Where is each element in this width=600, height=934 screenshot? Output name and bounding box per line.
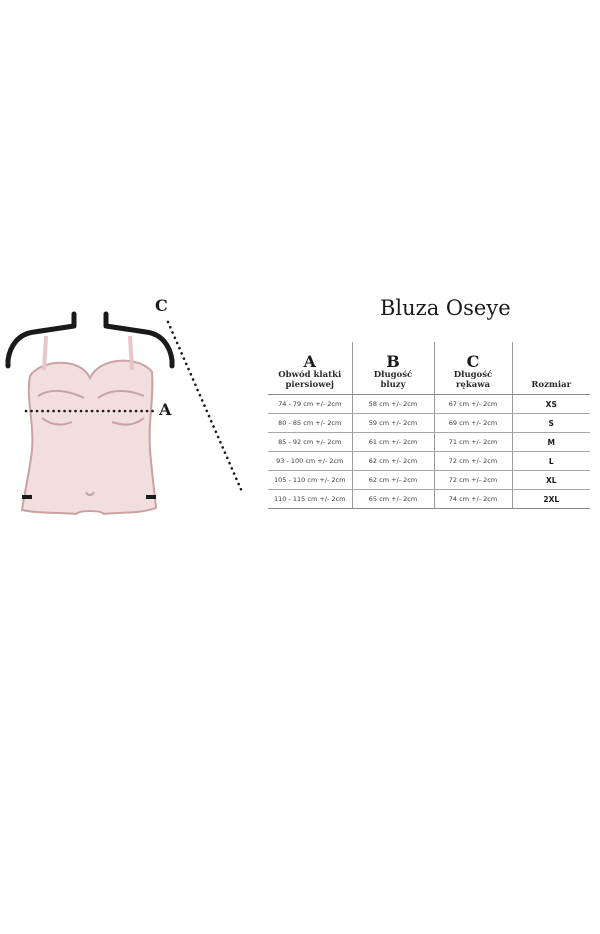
navel-mark — [85, 491, 95, 496]
sleeve-cell: 72 cm +/- 2cm — [433, 470, 512, 490]
header-text: bluzy — [380, 380, 406, 390]
sleeve-cell: 72 cm +/- 2cm — [433, 451, 512, 471]
header-size: Rozmiar — [511, 342, 590, 395]
length-cell: 59 cm +/- 2cm — [351, 413, 434, 433]
length-cell: 62 cm +/- 2cm — [351, 451, 434, 471]
left-strap — [42, 335, 48, 371]
size-cell: L — [511, 451, 590, 471]
sleeve-cell: 69 cm +/- 2cm — [433, 413, 512, 433]
chest-cell: 74 - 79 cm +/- 2cm — [268, 394, 352, 414]
size-cell: XL — [511, 470, 590, 490]
length-cell: 58 cm +/- 2cm — [351, 394, 434, 414]
right-underbust — [111, 417, 145, 426]
length-cell: 62 cm +/- 2cm — [351, 470, 434, 490]
sleeve-cell: 74 cm +/- 2cm — [433, 489, 512, 509]
table-row: 93 - 100 cm +/- 2cm 62 cm +/- 2cm 72 cm … — [268, 451, 590, 471]
length-cell: 61 cm +/- 2cm — [351, 432, 434, 452]
right-cup-seam — [97, 390, 145, 399]
header-letter: C — [466, 352, 480, 371]
table-row: 105 - 110 cm +/- 2cm 62 cm +/- 2cm 72 cm… — [268, 470, 590, 490]
garment-illustration — [5, 311, 245, 516]
table-row: 74 - 79 cm +/- 2cm 58 cm +/- 2cm 67 cm +… — [268, 394, 590, 414]
header-text: Długość — [453, 370, 493, 380]
measure-c-line — [166, 320, 245, 496]
chest-cell: 105 - 110 cm +/- 2cm — [268, 470, 352, 490]
table-row: 110 - 115 cm +/- 2cm 65 cm +/- 2cm 74 cm… — [268, 489, 590, 509]
header-letter: B — [386, 352, 400, 371]
left-cup-seam — [37, 390, 85, 399]
length-cell: 65 cm +/- 2cm — [351, 489, 434, 509]
right-shoulder-outline — [103, 311, 175, 369]
size-cell: XS — [511, 394, 590, 414]
measure-a-label: A — [159, 400, 172, 419]
sleeve-cell: 67 cm +/- 2cm — [433, 394, 512, 414]
header-text: Rozmiar — [531, 380, 572, 390]
table-row: 80 - 85 cm +/- 2cm 59 cm +/- 2cm 69 cm +… — [268, 413, 590, 433]
product-title: Bluza Oseye — [380, 296, 511, 320]
table-header-row: A Obwód klatki piersiowej B Długość bluz… — [268, 342, 590, 395]
chest-cell: 110 - 115 cm +/- 2cm — [268, 489, 352, 509]
right-strap — [128, 335, 134, 371]
size-chart-table: A Obwód klatki piersiowej B Długość bluz… — [268, 342, 590, 509]
sleeve-cell: 71 cm +/- 2cm — [433, 432, 512, 452]
header-sleeve: C Długość rękawa — [433, 342, 512, 395]
measure-c-label: C — [155, 296, 168, 315]
left-shoulder-outline — [5, 311, 77, 369]
table-row: 85 - 92 cm +/- 2cm 61 cm +/- 2cm 71 cm +… — [268, 432, 590, 452]
header-chest: A Obwód klatki piersiowej — [268, 342, 352, 395]
size-cell: S — [511, 413, 590, 433]
chest-cell: 80 - 85 cm +/- 2cm — [268, 413, 352, 433]
camisole-body — [20, 359, 158, 516]
chest-cell: 85 - 92 cm +/- 2cm — [268, 432, 352, 452]
size-cell: M — [511, 432, 590, 452]
header-letter: A — [303, 352, 316, 371]
chest-cell: 93 - 100 cm +/- 2cm — [268, 451, 352, 471]
header-text: Długość — [373, 370, 413, 380]
size-cell: 2XL — [511, 489, 590, 509]
header-length: B Długość bluzy — [351, 342, 434, 395]
header-text: piersiowej — [285, 380, 335, 390]
left-underbust — [41, 417, 73, 426]
header-text: rękawa — [455, 380, 491, 390]
header-text: Obwód klatki — [278, 370, 342, 380]
